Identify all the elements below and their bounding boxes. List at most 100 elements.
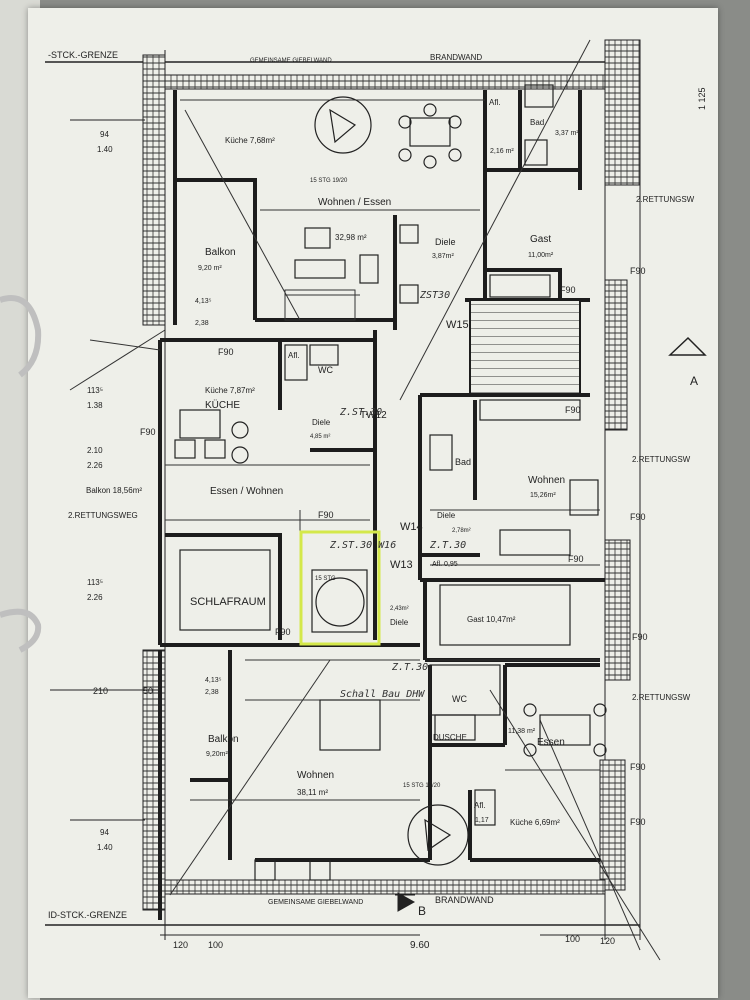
f90-label: F90: [630, 762, 646, 772]
balkon-mid-label: Balkon 18,56m²: [86, 486, 142, 495]
diele-top-area: 3,87m²: [432, 253, 454, 260]
essen-wohnen-label: Essen / Wohnen: [210, 486, 283, 497]
bad-mid-label: Bad: [455, 457, 471, 467]
dim-140-bot: 1.40: [97, 843, 113, 852]
diele-mid2-label: Diele: [390, 618, 409, 627]
gast-mid-label: Gast 10,47m²: [467, 615, 516, 624]
handwritten-note: ZST30: [419, 290, 450, 301]
rettungsweg-2: 2.RETTUNGSW: [632, 455, 691, 464]
wc-mid-label: WC: [318, 365, 333, 375]
wohnen-bot-area: 38,11 m²: [297, 788, 328, 797]
afl-bot-area: 1,17: [475, 817, 489, 824]
wohnen-mid-area: 15,26m²: [530, 492, 556, 499]
f90-label: F90: [630, 266, 646, 276]
wohnen-bot-label: Wohnen: [297, 770, 334, 781]
kueche-top: Küche 7,68m²: [225, 136, 275, 145]
diele-mid3-area: 2,78m²: [452, 528, 471, 534]
stair-symbol-mid: [311, 569, 368, 633]
highlighted-stair: [299, 530, 381, 646]
outer-boundaries: [45, 40, 641, 940]
afl-top-area: 2,16 m²: [490, 148, 514, 155]
dim-113-1: 113⁵: [87, 386, 103, 395]
furniture: [174, 84, 607, 881]
brandwand-top: BRANDWAND: [430, 53, 482, 62]
wohnen-essen-area: 32,98 m²: [335, 233, 367, 242]
brandwand-bot: BRANDWAND: [435, 895, 494, 905]
kueche-mid-hw: KÜCHE: [205, 399, 240, 411]
dusche-bot-label: DUSCHE: [433, 733, 467, 742]
wall-w13: W13: [390, 559, 413, 571]
dim-94-bot: 94: [100, 828, 109, 837]
diele-mid-area: 4,85 m²: [310, 434, 330, 440]
handwritten-note: Z.ST.30 W16: [329, 540, 396, 551]
f90-label: F90: [218, 347, 234, 357]
dim-94-top: 94: [100, 130, 109, 139]
section-marker-a: A: [690, 374, 698, 388]
dim-120-right: 120: [600, 936, 615, 946]
f90-label: F90: [565, 405, 581, 415]
balkon-bot-label: Balkon: [208, 734, 239, 745]
diele-mid-label: Diele: [312, 418, 331, 427]
dim-120-left: 120: [173, 940, 188, 950]
stg-top: 15 STG 19/20: [310, 178, 348, 184]
dim-226b: 2.26: [87, 593, 103, 602]
dim-210b: 2.10: [87, 446, 103, 455]
wohnen-mid-label: Wohnen: [528, 475, 565, 486]
dim-210: 210: [93, 686, 108, 696]
schlafraum-label: SCHLAFRAUM: [190, 596, 266, 608]
kueche-bot-label: Küche 6,69m²: [510, 818, 560, 827]
essen-bot-area: 11,38 m²: [508, 728, 536, 735]
thin-lines: [165, 99, 600, 801]
hatched-walls: [142, 39, 641, 911]
f90-label: F90: [630, 817, 646, 827]
binder-ring-top: [0, 295, 42, 378]
f90-label: F90: [560, 285, 576, 295]
section-arrow-a: [668, 336, 707, 356]
rettungsweg-left: 2.RETTUNGSWEG: [68, 511, 138, 520]
construction-lines: [69, 39, 661, 961]
dim-226a: 2.26: [87, 461, 103, 470]
dimension-lines: [50, 119, 640, 936]
f90-label: F90: [140, 427, 156, 437]
dim-138: 1.38: [87, 401, 103, 410]
dim-960: 9.60: [410, 940, 430, 951]
f90-label: F90: [275, 627, 291, 637]
wall-w15: W15: [446, 319, 469, 331]
diele-mid2-area: 2,43m²: [390, 606, 409, 612]
dim-125: 1 125: [697, 87, 707, 110]
wohnen-essen-label: Wohnen / Essen: [318, 197, 391, 208]
balkon-bot-area: 9,20m²: [206, 751, 228, 758]
binder-ring-bottom: [0, 608, 42, 653]
handwritten-note: Z.T.30: [429, 540, 466, 551]
kueche-mid-label: Küche 7,87m²: [205, 386, 255, 395]
afl-top-label: Afl.: [489, 98, 501, 107]
bad-top-area: 3,37 m²: [555, 130, 579, 137]
diele-top-label: Diele: [435, 237, 456, 247]
afl-bot-label: Afl.: [474, 801, 486, 810]
diele-mid3-label: Diele: [437, 511, 456, 520]
wc-bot-label: WC: [452, 694, 467, 704]
f90-label: F90: [318, 510, 334, 520]
handwritten-note: Z.T.30: [391, 662, 428, 673]
dim-238-bot: 2,38: [205, 689, 219, 696]
dim-113-2: 113⁵: [87, 578, 103, 587]
dim-100-left: 100: [208, 940, 223, 950]
handwritten-note: Schall Bau DHW: [340, 689, 425, 700]
gast-top-area: 11,00m²: [528, 252, 554, 259]
dim-238-top: 2,38: [195, 320, 209, 327]
section-marker-b: B: [418, 904, 426, 918]
stck-grenze-top: -STCK.-GRENZE: [48, 50, 118, 60]
gast-top-label: Gast: [530, 234, 551, 245]
balkon-top-area: 9,20 m²: [198, 265, 222, 272]
stg-bot: 15 STG 19/20: [403, 783, 441, 789]
rettungsweg-3: 2.RETTUNGSW: [632, 693, 691, 702]
dim-413-bot: 4,13⁵: [205, 677, 222, 684]
balkon-top-label: Balkon: [205, 247, 236, 258]
walls: [158, 90, 605, 920]
gemeinsame-giebelwand-bot: GEMEINSAME GIEBELWAND: [268, 899, 363, 906]
essen-bot-label: Essen: [537, 737, 565, 748]
rettungsweg-1: 2.RETTUNGSW: [636, 195, 695, 204]
gemeinsame-giebelwand-top: GEMEINSAME GIEBELWAND: [250, 58, 332, 64]
stck-grenze-bot: ID-STCK.-GRENZE: [48, 910, 127, 920]
